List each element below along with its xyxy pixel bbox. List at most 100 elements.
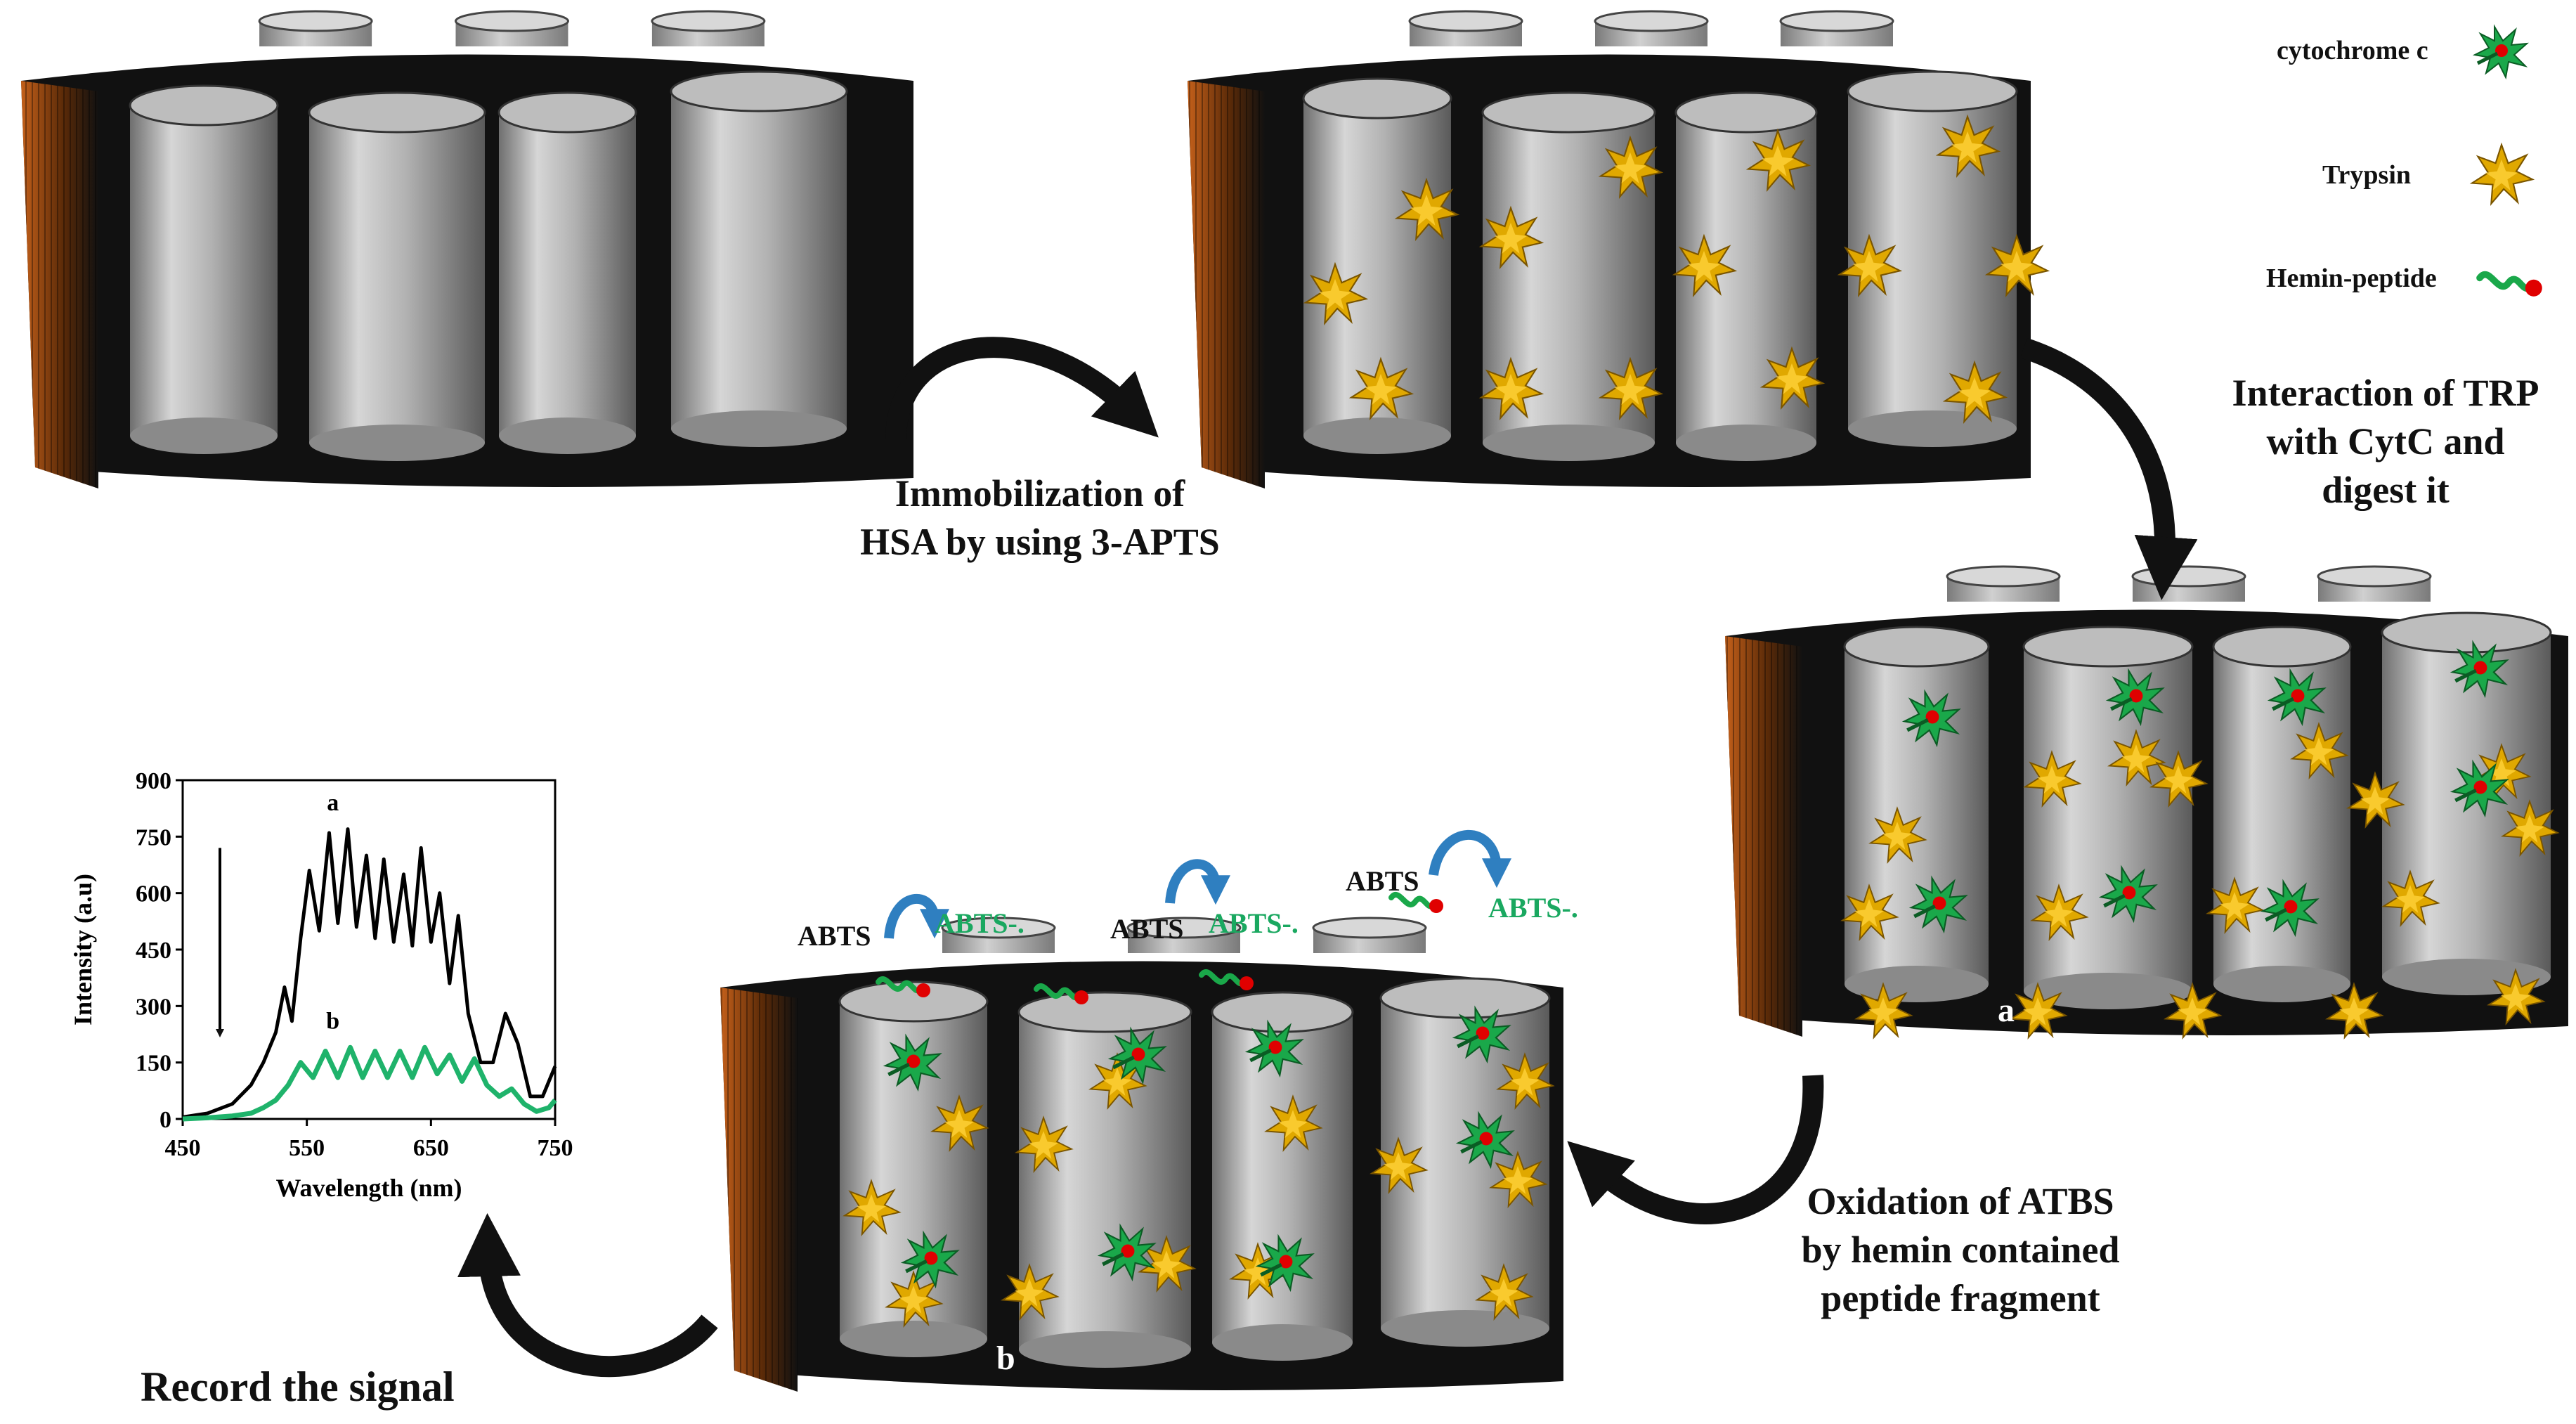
abts-product-2: ABTS-. <box>1209 907 1299 939</box>
well-base <box>671 410 847 447</box>
well-tube <box>499 112 636 436</box>
series-a-annotation: a <box>327 790 339 816</box>
abts-product-1: ABTS-. <box>935 907 1024 939</box>
x-tick-label: 750 <box>538 1135 573 1161</box>
abts-arrow-1 <box>884 893 949 939</box>
well-base <box>309 425 485 461</box>
interaction-arrow <box>2020 337 2198 600</box>
tray-ribs <box>1188 81 1265 488</box>
immobilization-arrow <box>885 337 1159 440</box>
well-rim <box>1302 77 1452 119</box>
well-base <box>2024 973 2192 1009</box>
tray-oxidation-b <box>720 917 1563 1392</box>
well-rim <box>838 980 989 1023</box>
well-tube <box>309 112 485 443</box>
step-oxidation: Oxidation of ATBS by hemin contained pep… <box>1764 1177 2157 1323</box>
step-oxidation-line1: Oxidation of ATBS <box>1807 1180 2114 1222</box>
y-tick-label: 900 <box>136 768 171 794</box>
well-base <box>130 418 278 454</box>
y-tick-label: 300 <box>136 994 171 1020</box>
step-interaction-line3: digest it <box>2322 469 2450 512</box>
well-rim <box>2381 611 2552 654</box>
well-tube <box>1845 647 1989 984</box>
y-tick-label: 450 <box>136 938 171 964</box>
abts-reactant-1: ABTS <box>798 920 871 952</box>
trypsin-icon <box>2471 143 2534 205</box>
well-base <box>2213 966 2350 1002</box>
well <box>308 91 486 461</box>
well-tube <box>671 91 847 429</box>
well-rim <box>1211 991 1354 1033</box>
well <box>670 70 848 447</box>
y-axis-label: Intensity (a.u) <box>69 874 97 1025</box>
well-cap-top <box>2131 565 2246 588</box>
abts-arrow-3 <box>1429 829 1511 888</box>
cytochrome-c-icon <box>2475 27 2527 77</box>
tray-bare <box>21 10 913 488</box>
y-tick-label: 150 <box>136 1051 171 1077</box>
well-rim <box>129 84 279 127</box>
well-cap-top <box>1312 917 1427 939</box>
well-base <box>1212 1324 1353 1361</box>
step-immobilization: Immobilization of HSA by using 3-APTS <box>808 470 1272 567</box>
well-rim <box>308 91 486 134</box>
well-base <box>840 1321 987 1357</box>
well-cap-top <box>455 10 569 32</box>
x-tick-label: 550 <box>289 1135 325 1161</box>
well <box>1017 991 1192 1368</box>
well-base <box>1483 425 1655 461</box>
legend-trypsin-label: Trypsin <box>2322 160 2412 190</box>
well-cap-top <box>1408 10 1523 32</box>
well-base <box>1303 418 1451 454</box>
well-rim <box>2212 626 2352 668</box>
well-cap-top <box>1946 565 2061 588</box>
x-tick-label: 650 <box>413 1135 449 1161</box>
tray-ribs <box>1725 636 1802 1037</box>
well-rim <box>2022 626 2194 668</box>
well-base <box>1381 1310 1549 1347</box>
step-interaction-line2: with CytC and <box>2266 420 2505 463</box>
tray-trypsin <box>1188 10 2049 488</box>
well-cap-top <box>1126 917 1242 939</box>
step-immobilization-line2: HSA by using 3-APTS <box>860 521 1220 564</box>
step-immobilization-line1: Immobilization of <box>895 472 1185 514</box>
well-cap-top <box>2317 565 2432 588</box>
panel-label-a: a <box>1998 992 2015 1029</box>
tray-digested-a <box>1725 565 2568 1039</box>
well <box>1843 626 1990 1002</box>
x-tick-label: 450 <box>165 1135 201 1161</box>
well-rim <box>670 70 848 112</box>
abts-product-3: ABTS-. <box>1488 892 1578 924</box>
well-base <box>499 418 636 454</box>
panel-label-b: b <box>996 1340 1015 1377</box>
abts-reactant-2: ABTS <box>1110 913 1184 945</box>
well-rim <box>1017 991 1192 1033</box>
well-cap-top <box>1594 10 1709 32</box>
well <box>2022 626 2194 1009</box>
well-base <box>1019 1331 1191 1368</box>
record-arrow <box>457 1213 718 1378</box>
well <box>497 91 637 454</box>
well-rim <box>1847 70 2018 112</box>
well <box>129 84 279 454</box>
well-tube <box>1212 1012 1353 1342</box>
abts-reactant-3: ABTS <box>1346 865 1419 897</box>
series-line-a <box>182 827 557 1119</box>
well-rim <box>1843 626 1990 668</box>
well-tube <box>130 105 278 436</box>
tray-ribs <box>720 988 798 1392</box>
legend-cytochrome-label: cytochrome c <box>2277 36 2428 65</box>
step-oxidation-line2: by hemin contained <box>1801 1229 2120 1271</box>
well <box>1211 991 1354 1361</box>
oxidation-arrow <box>1567 1075 1824 1224</box>
tray-ribs <box>21 81 98 488</box>
well-base <box>1676 425 1816 461</box>
y-tick-label: 0 <box>160 1107 171 1133</box>
step-record: Record the signal <box>141 1364 455 1410</box>
well-rim <box>497 91 637 134</box>
y-tick-label: 600 <box>136 881 171 907</box>
y-tick-label: 750 <box>136 824 171 850</box>
well-rim <box>1674 91 1818 134</box>
